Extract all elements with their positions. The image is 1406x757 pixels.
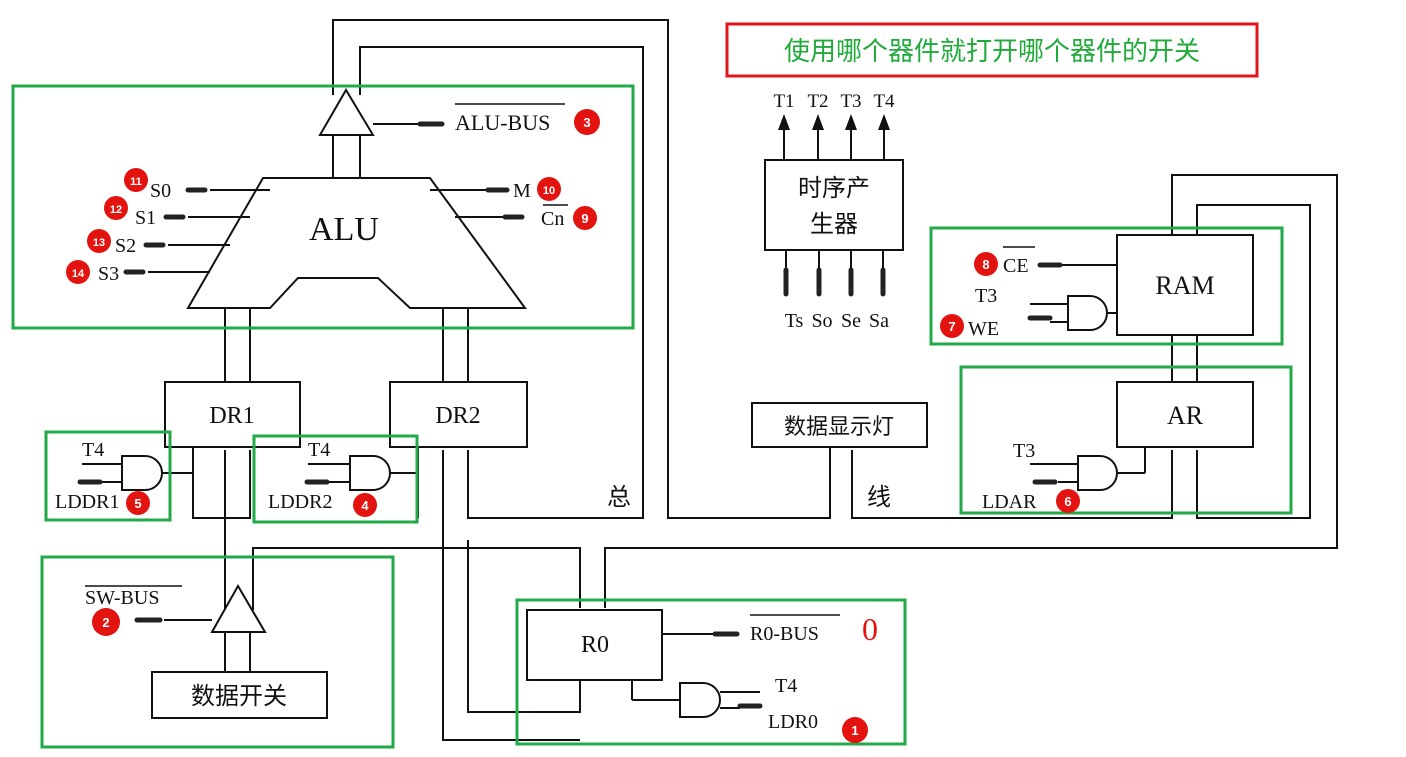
group-ar — [959, 365, 1293, 515]
badge-ce: 8 — [974, 252, 998, 276]
r0-label: R0 — [581, 632, 609, 658]
timing-output-arrows — [778, 114, 890, 160]
dr2-ld-label: LDDR2 — [268, 491, 332, 513]
ar-t3-label: T3 — [1013, 440, 1035, 462]
dr1-t4-label: T4 — [82, 439, 104, 461]
svg-text:12: 12 — [110, 204, 122, 216]
timing-in-se: Se — [841, 310, 861, 332]
timing-out-t3: T3 — [840, 91, 861, 112]
timing-out-t1: T1 — [773, 91, 794, 112]
badge-m: 10 — [537, 177, 561, 201]
switch-tristate-buffer — [210, 583, 267, 633]
badge-cn: 9 — [573, 206, 597, 230]
svg-text:14: 14 — [72, 268, 85, 280]
note-text: 使用哪个器件就打开哪个器件的开关 — [784, 37, 1200, 67]
badge-s0: 11 — [124, 168, 148, 192]
svg-text:9: 9 — [581, 211, 588, 226]
dr2-t4-label: T4 — [308, 439, 330, 461]
badge-ldar: 6 — [1056, 489, 1080, 513]
switch-bus-signal: SW-BUS — [85, 587, 159, 609]
alu-pin-s2: S2 — [115, 235, 136, 257]
ram-t3-label: T3 — [975, 285, 997, 307]
switch-label: 数据开关 — [191, 682, 287, 710]
r0-ld-label: LDR0 — [768, 711, 818, 733]
timing-label-line2: 生器 — [810, 210, 858, 238]
timing-generator: 时序产 生器 T1 T2 T3 T4 Ts So Se Sa — [764, 91, 904, 332]
badge-s2: 13 — [87, 229, 111, 253]
instruction-note: 使用哪个器件就打开哪个器件的开关 — [725, 22, 1259, 78]
ram-unit: RAM CE T3 WE — [968, 234, 1254, 340]
dr2-label: DR2 — [435, 403, 480, 429]
r0-bus-mark: 0 — [862, 611, 878, 647]
timing-input-pins — [783, 250, 886, 297]
ram-label: RAM — [1155, 271, 1214, 300]
svg-text:11: 11 — [130, 176, 142, 188]
svg-text:4: 4 — [361, 498, 369, 513]
bus-char-2: 线 — [867, 483, 891, 511]
r0-t4-label: T4 — [775, 675, 797, 697]
r0-bus-signal: R0-BUS — [750, 623, 819, 645]
timing-out-t4: T4 — [873, 91, 895, 112]
badge-s1: 12 — [104, 196, 128, 220]
group-switch — [40, 555, 395, 749]
alu-pin-cn: Cn — [541, 208, 564, 230]
display-label: 数据显示灯 — [784, 415, 894, 440]
data-display-lamp: 数据显示灯 — [751, 402, 928, 448]
svg-text:3: 3 — [583, 115, 590, 130]
dr2-register: DR2 — [389, 381, 528, 448]
timing-label-line1: 时序产 — [798, 174, 870, 202]
svg-text:10: 10 — [543, 185, 555, 197]
timing-in-ts: Ts — [785, 310, 804, 332]
dr2-and-gate: T4 LDDR2 — [268, 439, 419, 513]
alu-pin-m: M — [513, 180, 531, 202]
badge-s3: 14 — [66, 260, 90, 284]
badge-lddr2: 4 — [353, 493, 377, 517]
alu-pin-s0: S0 — [150, 180, 171, 202]
bus-char-1: 总 — [607, 483, 631, 511]
badge-ldr0: 1 — [842, 717, 868, 743]
svg-text:1: 1 — [851, 723, 858, 738]
ar-ld-label: LDAR — [982, 491, 1037, 513]
alu-unit: ALU ALU-BUS S0 S1 S2 S3 M Cn — [98, 88, 568, 309]
alu-pin-s1: S1 — [135, 207, 156, 229]
dr1-ld-label: LDDR1 — [55, 491, 119, 513]
svg-text:13: 13 — [93, 237, 105, 249]
badge-alu-bus: 3 — [574, 109, 600, 135]
group-ram — [929, 226, 1284, 346]
alu-bus-signal: ALU-BUS — [455, 110, 550, 135]
dr1-and-gate: T4 LDDR1 — [55, 439, 194, 513]
svg-text:5: 5 — [134, 496, 141, 511]
timing-out-t2: T2 — [807, 91, 828, 112]
alu-pin-s3: S3 — [98, 263, 119, 285]
timing-in-sa: Sa — [869, 310, 889, 332]
group-ldr2 — [252, 434, 419, 524]
group-r0 — [515, 598, 907, 746]
ram-ce-label: CE — [1003, 255, 1029, 277]
data-switch: 数据开关 SW-BUS — [85, 583, 328, 719]
timing-in-so: So — [811, 310, 832, 332]
badges: 3 11 12 13 14 10 9 8 7 6 5 4 2 1 — [66, 109, 1080, 743]
r0-register: R0 R0-BUS 0 T4 LDR0 — [526, 609, 878, 733]
ar-label: AR — [1167, 401, 1204, 430]
badge-we: 7 — [940, 314, 964, 338]
badge-lddr1: 5 — [126, 491, 150, 515]
group-alu — [11, 84, 635, 330]
svg-text:2: 2 — [102, 615, 109, 630]
svg-text:6: 6 — [1064, 494, 1071, 509]
alu-label: ALU — [309, 211, 379, 248]
dr1-label: DR1 — [209, 403, 254, 429]
ar-register: AR T3 LDAR — [982, 381, 1254, 513]
bus-wires — [192, 19, 1338, 741]
badge-sw-bus: 2 — [92, 608, 120, 636]
svg-text:8: 8 — [982, 257, 989, 272]
alu-tristate-buffer — [318, 88, 375, 136]
group-ldr1 — [44, 430, 172, 522]
svg-text:7: 7 — [948, 319, 955, 334]
ram-we-label: WE — [968, 318, 999, 340]
